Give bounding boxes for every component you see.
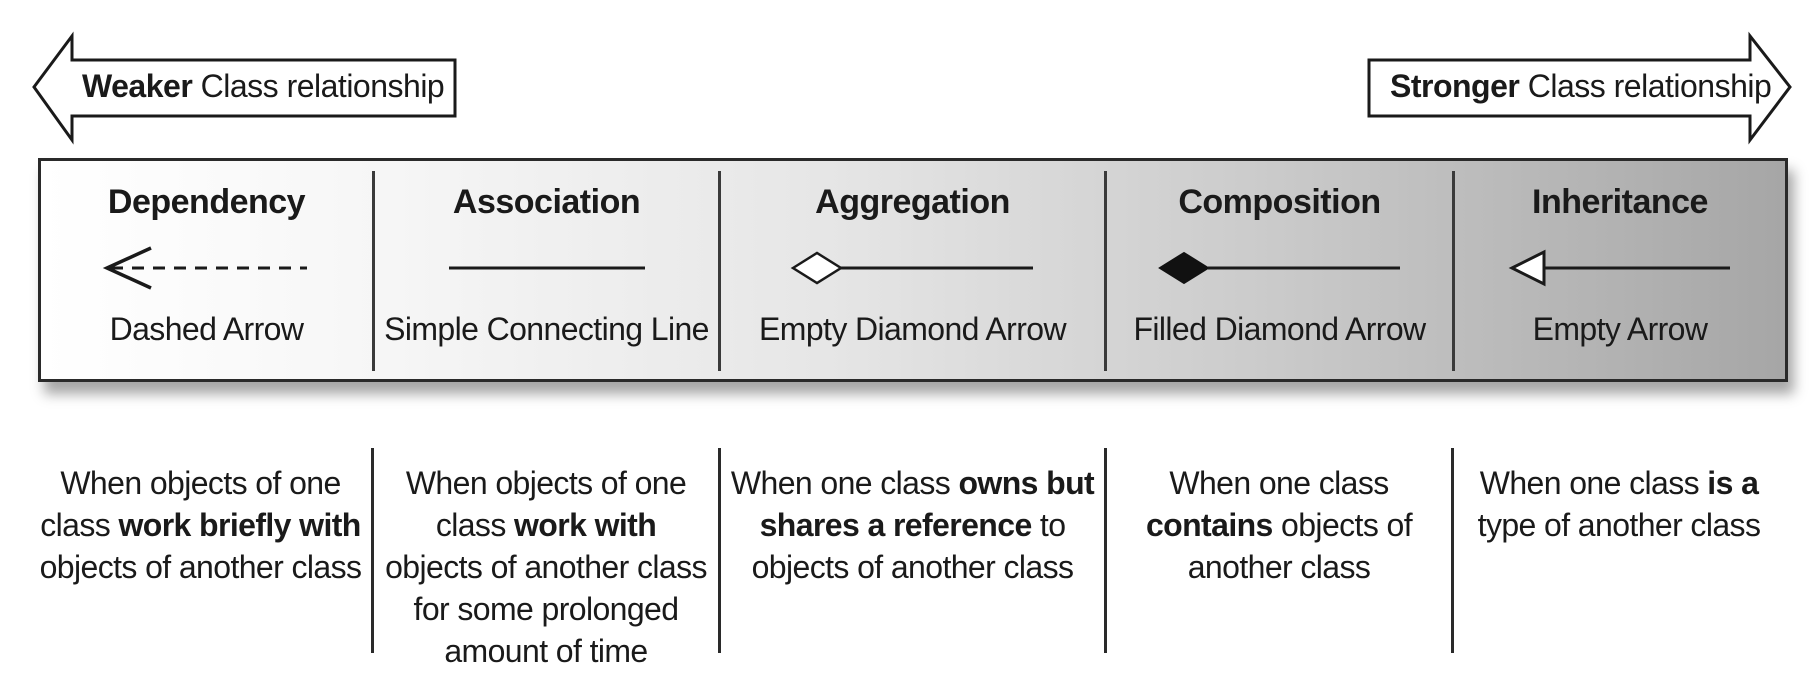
band-divider (1104, 171, 1107, 371)
column-subtitle: Dashed Arrow (109, 311, 304, 347)
desc-emphasis: contains (1145, 507, 1273, 543)
column-dependency: Dependency Dashed Arrow (41, 161, 372, 379)
desc-text: class (40, 507, 119, 543)
description-divider (718, 448, 721, 653)
desc-line: objects of another class (30, 546, 371, 588)
column-association: Association Simple Connecting Line (375, 161, 718, 379)
empty-diamond-icon (721, 243, 1104, 293)
column-subtitle: Simple Connecting Line (384, 311, 709, 347)
desc-line: objects of another class (721, 546, 1104, 588)
dashed-arrow-icon (41, 243, 372, 293)
desc-text: objects of another class (751, 549, 1074, 585)
column-title: Association (452, 183, 641, 221)
empty-triangle-arrow-icon (1455, 243, 1785, 293)
desc-line: for some prolonged (374, 588, 718, 630)
desc-line: another class (1107, 546, 1451, 588)
column-composition: Composition Filled Diamond Arrow (1107, 161, 1452, 379)
desc-emphasis: shares a reference (759, 507, 1033, 543)
column-subtitle: Empty Arrow (1532, 311, 1708, 347)
desc-line: class work with (374, 504, 718, 546)
desc-text: another class (1187, 549, 1371, 585)
weaker-arrow-icon (30, 0, 470, 150)
filled-diamond-icon (1107, 243, 1452, 293)
weaker-label-bold: Weaker (82, 68, 193, 104)
desc-emphasis: work briefly with (118, 507, 361, 543)
desc-text: class (435, 507, 515, 543)
desc-line: amount of time (374, 630, 718, 672)
desc-line: When objects of one (30, 462, 371, 504)
band-divider (1452, 171, 1455, 371)
column-title: Composition (1178, 183, 1381, 221)
description-inheritance: When one class is a type of another clas… (1454, 462, 1784, 546)
description-dependency: When objects of one class work briefly w… (30, 462, 371, 588)
desc-emphasis: work with (514, 507, 657, 543)
column-inheritance: Inheritance Empty Arrow (1455, 161, 1785, 379)
desc-text: When objects of one (60, 465, 341, 501)
desc-text: for some prolonged (413, 591, 680, 627)
desc-text: objects of another class (39, 549, 362, 585)
column-title: Dependency (107, 183, 306, 221)
stronger-label-rest: Class relationship (1519, 68, 1772, 104)
desc-line: class work briefly with (30, 504, 371, 546)
band-divider (718, 171, 721, 371)
desc-text: objects of another class (385, 549, 707, 585)
description-divider (371, 448, 374, 653)
column-title: Aggregation (815, 183, 1010, 221)
band-divider (372, 171, 375, 371)
desc-text: to (1031, 507, 1066, 543)
description-divider (1104, 448, 1107, 653)
desc-line: type of another class (1454, 504, 1784, 546)
stronger-label: Stronger Class relationship (1390, 60, 1772, 112)
desc-text: amount of time (444, 633, 648, 669)
weaker-label-rest: Class relationship (192, 68, 445, 104)
desc-emphasis: is a (1707, 465, 1759, 501)
desc-line: When one class (1107, 462, 1451, 504)
desc-text: When objects of one (405, 465, 687, 501)
desc-text: When one class (1479, 465, 1708, 501)
desc-text: When one class (1169, 465, 1389, 501)
desc-line: shares a reference to (721, 504, 1104, 546)
desc-line: objects of another class (374, 546, 718, 588)
description-divider (1451, 448, 1454, 653)
column-subtitle: Empty Diamond Arrow (759, 311, 1067, 347)
stronger-label-bold: Stronger (1390, 68, 1520, 104)
weaker-label: Weaker Class relationship (82, 60, 445, 112)
column-title: Inheritance (1532, 183, 1708, 221)
stronger-arrow-icon (1365, 0, 1805, 150)
connecting-line-icon (375, 243, 718, 293)
description-aggregation: When one class owns but shares a referen… (721, 462, 1104, 588)
relationship-band: Dependency Dashed Arrow Association Simp… (38, 158, 1788, 382)
desc-line: When one class owns but (721, 462, 1104, 504)
description-association: When objects of one class work with obje… (374, 462, 718, 672)
desc-line: When objects of one (374, 462, 718, 504)
column-subtitle: Filled Diamond Arrow (1133, 311, 1426, 347)
desc-line: contains objects of (1107, 504, 1451, 546)
desc-text: type of another class (1477, 507, 1761, 543)
desc-text: objects of (1272, 507, 1413, 543)
desc-line: When one class is a (1454, 462, 1784, 504)
column-aggregation: Aggregation Empty Diamond Arrow (721, 161, 1104, 379)
desc-emphasis: owns but (958, 465, 1095, 501)
desc-text: When one class (730, 465, 959, 501)
description-composition: When one class contains objects of anoth… (1107, 462, 1451, 588)
